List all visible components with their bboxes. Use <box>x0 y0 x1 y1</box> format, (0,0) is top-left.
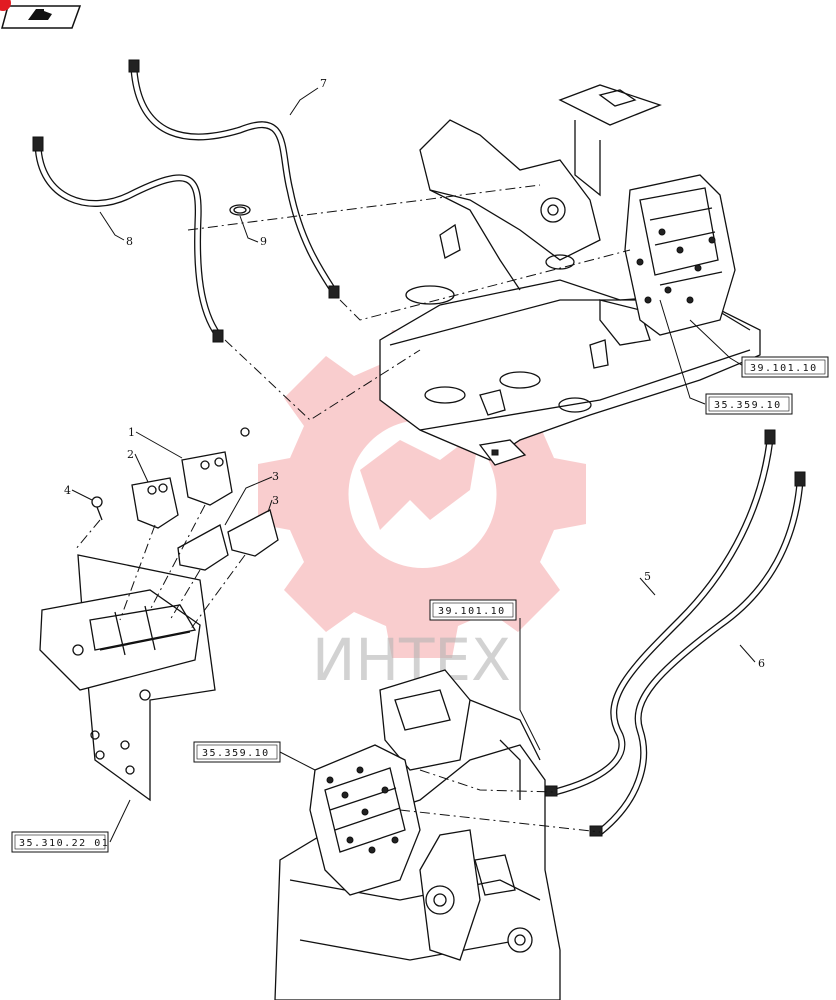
pedal-cover-3a <box>177 524 229 571</box>
ref-link-35-359-10-top[interactable]: 35.359.10 <box>705 393 793 415</box>
svg-text:35.359.10: 35.359.10 <box>202 748 270 759</box>
lower-frame-assembly <box>274 669 561 1000</box>
callout-8: 8 <box>126 235 133 248</box>
callout-1: 1 <box>128 426 135 439</box>
return-arrow-icon <box>28 9 52 20</box>
svg-text:39.101.10: 39.101.10 <box>750 363 818 374</box>
lower-control-valve <box>309 744 421 896</box>
badge-icon <box>0 0 11 11</box>
callout-5: 5 <box>644 570 651 583</box>
callout-2: 2 <box>127 448 134 461</box>
hose-8 <box>32 136 224 343</box>
svg-text:35.359.10: 35.359.10 <box>714 400 782 411</box>
pedal-pad-2 <box>131 477 179 529</box>
ref-link-39-101-10-top[interactable]: 39.101.10 <box>741 356 829 378</box>
ref-link-35-359-10-bottom[interactable]: 35.359.10 <box>193 741 281 763</box>
pedal-cover-3b <box>227 509 279 557</box>
callout-leaders <box>71 87 756 843</box>
pedal-bracket-assembly <box>39 554 216 802</box>
ref-link-39-101-10-bottom[interactable]: 39.101.10 <box>429 599 517 621</box>
hose-6 <box>589 471 806 837</box>
ref-link-35-310-22-01[interactable]: 35.310.22 01 <box>11 831 109 853</box>
lower-centerlines <box>399 769 601 833</box>
top-centerlines <box>187 184 631 421</box>
screw-1b <box>240 427 250 437</box>
callout-3b: 3 <box>272 494 279 507</box>
hose-7 <box>128 59 340 299</box>
screw-4 <box>91 496 103 521</box>
svg-text:35.310.22 01: 35.310.22 01 <box>19 838 109 849</box>
pedal-pad-1 <box>181 451 233 506</box>
callout-6: 6 <box>758 657 765 670</box>
callout-4: 4 <box>64 484 71 497</box>
callout-7: 7 <box>320 77 327 90</box>
upper-control-valve <box>624 174 736 336</box>
pedal-centerlines <box>74 504 246 631</box>
callout-9: 9 <box>260 235 267 248</box>
callout-3a: 3 <box>272 470 279 483</box>
svg-text:39.101.10: 39.101.10 <box>438 606 506 617</box>
back-to-index-button[interactable] <box>0 0 82 29</box>
o-ring-9 <box>229 204 251 216</box>
